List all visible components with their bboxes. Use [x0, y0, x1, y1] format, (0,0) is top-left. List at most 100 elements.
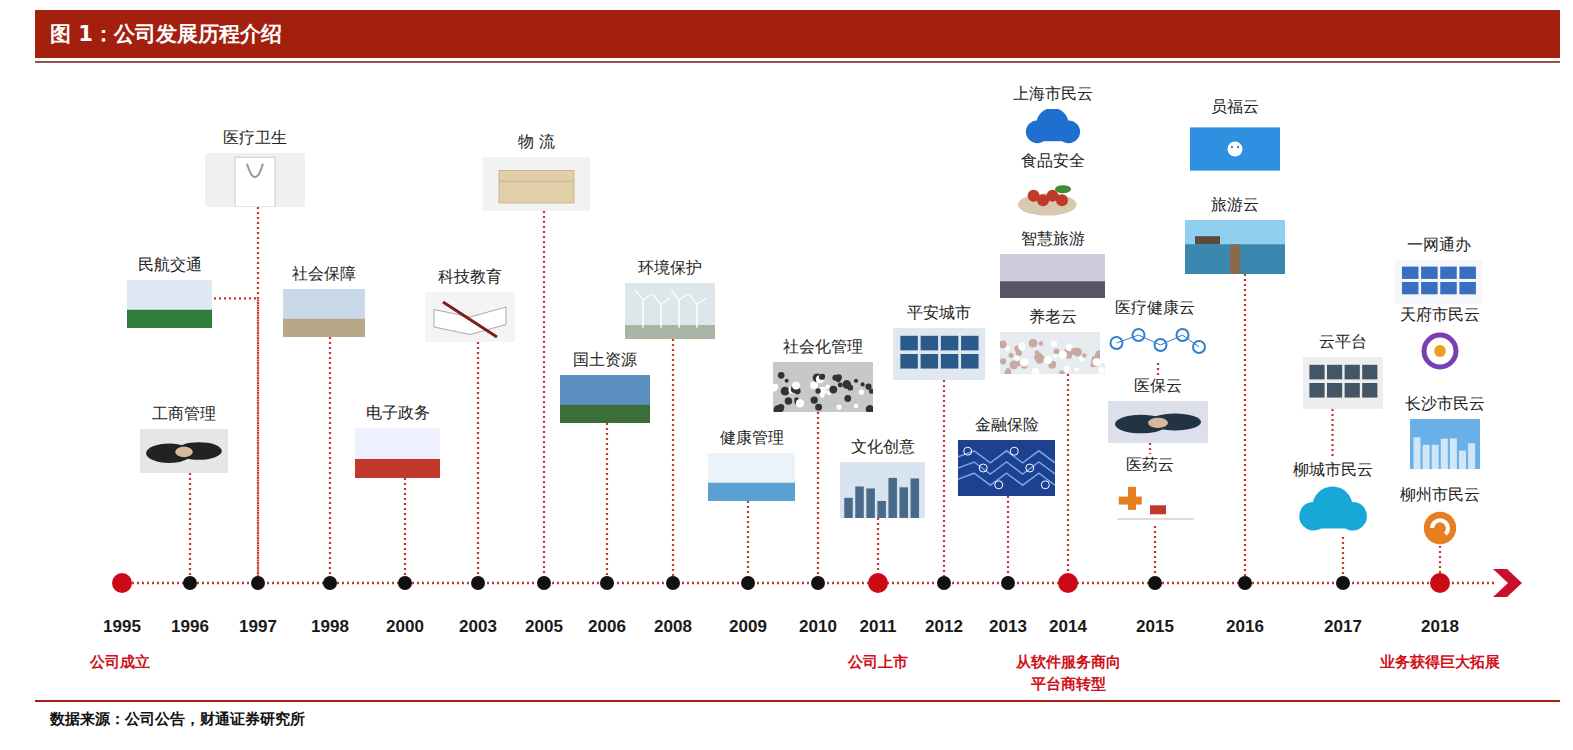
photo-part: [1117, 518, 1194, 520]
photo-part: [1402, 267, 1419, 279]
photo-part: [1082, 353, 1086, 357]
photo-part: [911, 478, 920, 518]
photo-part: [1020, 358, 1028, 366]
photo-part: [1005, 370, 1012, 374]
dotted-connector: [1342, 537, 1344, 576]
timeline-dot: [323, 576, 337, 590]
photo-part: [865, 384, 871, 390]
photo-part: [1185, 220, 1285, 274]
milestone-box: 医药云: [1093, 454, 1207, 526]
milestone-box: 员福云: [1183, 96, 1287, 176]
milestone-box: 文化创意: [838, 436, 927, 518]
timeline-dot: [183, 576, 197, 590]
milestone-box: 柳州市民云: [1398, 484, 1482, 546]
milestone-box: 养老云: [998, 306, 1107, 374]
photo-part: [1009, 360, 1018, 369]
photo-part: [1044, 356, 1053, 365]
photo-part: [1230, 244, 1240, 274]
timeline-dot-circle: [741, 576, 755, 590]
photo-part: [861, 382, 865, 386]
timeline-dot: [398, 576, 412, 590]
milestone-label: 医疗卫生: [203, 127, 307, 149]
photo-part: [483, 157, 590, 211]
milestone-box: 医疗健康云: [1098, 297, 1212, 363]
photo-part: [697, 298, 706, 304]
photo-part: [844, 395, 851, 402]
year-dot: 2013: [978, 576, 1038, 640]
photo-part: [859, 390, 864, 395]
photo-part: [653, 294, 661, 304]
photo-part: [1185, 122, 1285, 176]
milestone-label: 健康管理: [706, 427, 797, 449]
photo-part: [1459, 451, 1466, 469]
photo-part: [1059, 351, 1067, 359]
photo-part: [1149, 414, 1201, 431]
photo-part: [900, 354, 917, 369]
milestone-photo: [840, 462, 925, 518]
timeline-dot: [112, 573, 132, 593]
dotted-connector: [1007, 496, 1009, 576]
milestone-label: 工商管理: [138, 403, 230, 425]
year-dot: 2008: [643, 576, 703, 640]
photo-part: [1190, 127, 1280, 170]
milestone-box: 民航交通: [125, 254, 214, 328]
milestone-photo: [1000, 254, 1105, 298]
photo-part: [1424, 335, 1456, 367]
title-text: 图 1：公司发展历程介绍: [50, 20, 282, 48]
photo-part: [1440, 267, 1457, 279]
milestone-label: 医药云: [1093, 454, 1207, 476]
photo-part: [829, 386, 837, 394]
milestone-photo: [127, 280, 212, 328]
photo-part: [1468, 443, 1475, 469]
photo-part: [811, 396, 818, 403]
photo-part: [443, 302, 497, 337]
photo-part: [1362, 383, 1377, 398]
milestone-label: 国土资源: [558, 349, 652, 371]
milestone-label: 旅游云: [1183, 194, 1287, 216]
photo-part: [1362, 365, 1377, 380]
milestone-photo: [1285, 485, 1380, 537]
photo-part: [958, 451, 1055, 463]
photo-part: [1093, 358, 1101, 366]
year-label: 1998: [300, 616, 360, 638]
year-dot: 2016: [1215, 576, 1275, 640]
milestone-box: 云平台: [1301, 331, 1385, 409]
milestone-photo: [483, 157, 590, 211]
photo-part: [815, 388, 820, 393]
timeline-dot: [1336, 576, 1350, 590]
milestone-label: 环境保护: [623, 257, 717, 279]
photo-part: [900, 336, 917, 351]
photo-part: [1459, 267, 1476, 279]
photo-part: [995, 481, 1003, 489]
photo-part: [958, 462, 1055, 474]
year-label: 2015: [1125, 616, 1185, 638]
photo-part: [844, 498, 853, 518]
photo-part: [499, 171, 574, 203]
milestone-photo: [1000, 332, 1105, 374]
dotted-connector: [257, 207, 259, 576]
milestone-box: 食品安全: [998, 150, 1107, 220]
photo-part: [643, 294, 652, 300]
photo-part: [425, 292, 515, 342]
milestone-label: 柳州市民云: [1398, 484, 1482, 506]
year-label: 2012: [914, 616, 974, 638]
photo-part: [1155, 339, 1167, 351]
year-label: 1997: [228, 616, 288, 638]
timeline-dot-circle: [398, 576, 412, 590]
dotted-connector: [672, 339, 674, 576]
milestone-photo: [140, 429, 228, 473]
photo-part: [1345, 383, 1360, 398]
dotted-connector: [1154, 526, 1156, 576]
photo-part: [1054, 348, 1060, 354]
milestone-label: 云平台: [1301, 331, 1385, 353]
timeline-dot: [537, 576, 551, 590]
milestone-photo: [1000, 109, 1105, 147]
photo-part: [1185, 244, 1285, 274]
milestone-photo: [1100, 323, 1210, 363]
photo-part: [1150, 505, 1166, 514]
photo-part: [792, 382, 800, 390]
milestone-note: 业务获得巨大拓展: [1370, 651, 1510, 673]
photo-part: [1309, 383, 1324, 398]
milestone-label: 社会保障: [281, 263, 367, 285]
